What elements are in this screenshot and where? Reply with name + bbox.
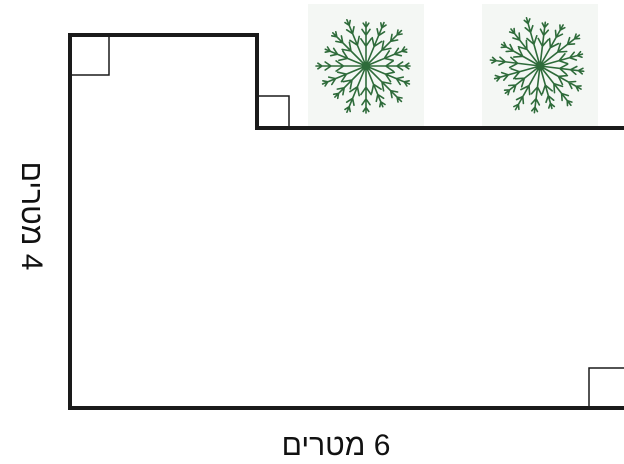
tree-branches xyxy=(315,18,411,114)
tree-icon xyxy=(482,4,598,128)
height-label: 4 מטרים xyxy=(15,162,48,271)
width-label: 6 מטרים xyxy=(282,429,391,462)
room-outline xyxy=(68,33,624,410)
right-angle-marker xyxy=(70,35,110,76)
tree-icon xyxy=(308,4,424,128)
right-angle-marker xyxy=(257,95,290,128)
tree-branches xyxy=(489,16,585,114)
right-angle-marker xyxy=(588,367,624,408)
